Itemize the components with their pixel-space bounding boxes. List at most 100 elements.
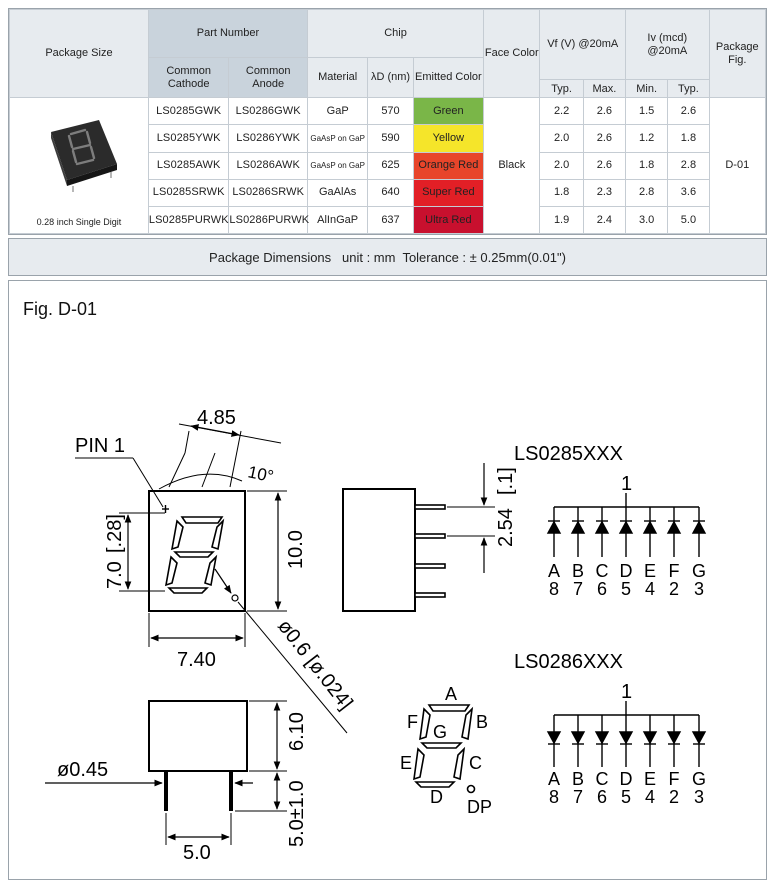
- material: GaAsP on GaP: [306, 151, 369, 180]
- seg-c-label: C: [469, 753, 482, 773]
- face-color: Black: [483, 97, 541, 234]
- header-vf: Vf (V) @20mA: [539, 8, 627, 81]
- figure-frame: Fig. D-01: [8, 280, 767, 880]
- emitted-color: Orange Red: [412, 151, 485, 180]
- dim-7-40: 7.40: [177, 649, 216, 671]
- wavelength: 625: [367, 151, 414, 180]
- material: GaAsP on GaP: [306, 124, 369, 153]
- diodes-ls0285: [546, 507, 707, 557]
- seg-g-label: G: [433, 722, 447, 742]
- seg-label: G: [692, 561, 706, 581]
- iv-min: 1.8: [625, 151, 669, 180]
- table-row: 0.28 inch Single Digit LS0285GWK LS0286G…: [9, 97, 767, 234]
- common-pin-ls0286: 1: [621, 681, 632, 703]
- dim-4-85: 4.85: [197, 407, 236, 429]
- bottom-view: [45, 700, 287, 845]
- seg-label: F: [669, 561, 680, 581]
- led-package-icon: [51, 120, 117, 193]
- vf-max: 2.6: [582, 151, 627, 180]
- pin1-label: PIN 1: [75, 435, 125, 457]
- emitted-color: Ultra Red: [412, 205, 485, 235]
- pin-number: 5: [621, 579, 631, 599]
- iv-typ: 2.6: [667, 97, 710, 126]
- bottom-view-body: [148, 700, 248, 772]
- dim-0-45: ø0.45: [57, 759, 108, 781]
- material: GaP: [306, 97, 369, 126]
- pin-number: 2: [669, 787, 679, 807]
- seg-label: D: [620, 561, 633, 581]
- dim-10-deg: 10°: [246, 462, 275, 486]
- figure-title: Fig. D-01: [23, 299, 98, 319]
- segment-diagram: [413, 704, 476, 794]
- dim-6-10: 6.10: [286, 712, 308, 751]
- header-iv-typ: Typ.: [667, 79, 710, 99]
- header-emitted-color: Emitted Color: [412, 57, 485, 99]
- seg-label: E: [644, 769, 656, 789]
- header-common-cathode: Common Cathode: [147, 57, 230, 99]
- header-iv: Iv (mcd) @20mA: [625, 8, 710, 81]
- wavelength: 570: [367, 97, 414, 126]
- header-vf-typ: Typ.: [539, 79, 584, 99]
- vf-max: 2.3: [582, 178, 627, 207]
- seg-label: E: [644, 561, 656, 581]
- dim-5-0-tol: 5.0±1.0: [286, 780, 308, 847]
- emitted-color: Yellow: [412, 124, 485, 153]
- cathode-part: LS0285GWK: [147, 97, 230, 126]
- diodes-ls0286: [546, 715, 707, 767]
- header-chip: Chip: [306, 8, 485, 59]
- table-row: LS0285PURWK LS0286PURWK AlInGaP 637 Ultr…: [10, 205, 766, 235]
- pin-number: 7: [573, 579, 583, 599]
- pin-number: 6: [597, 787, 607, 807]
- spec-table-frame: Package Size Part Number Chip Face Color…: [8, 8, 767, 235]
- vf-typ: 2.2: [539, 97, 584, 126]
- front-digit-outline: [164, 516, 225, 594]
- iv-typ: 1.8: [667, 124, 710, 153]
- iv-typ: 3.6: [667, 178, 710, 207]
- dim-10-0: 10.0: [285, 530, 307, 569]
- vf-typ: 1.9: [539, 205, 584, 235]
- dim-0-28: [.28]: [104, 514, 126, 553]
- table-row: LS0285SRWK LS0286SRWK GaAlAs 640 Super R…: [10, 178, 766, 207]
- iv-typ: 5.0: [667, 205, 710, 235]
- cathode-part: LS0285YWK: [147, 124, 230, 153]
- pin-number: 4: [645, 579, 655, 599]
- emitted-color: Green: [412, 97, 485, 126]
- seg-label: A: [548, 561, 560, 581]
- pin-number: 4: [645, 787, 655, 807]
- anode-part: LS0286GWK: [228, 97, 308, 126]
- ls0286-pin-labels: A B C D E F G 8 7 6 5 4 2 3: [548, 769, 706, 807]
- pin-number: 5: [621, 787, 631, 807]
- header-package-size: Package Size: [9, 8, 149, 99]
- pin-number: 3: [694, 787, 704, 807]
- circuit-ls0285: [546, 493, 707, 557]
- pin-number: 2: [669, 579, 679, 599]
- seg-e-label: E: [400, 753, 412, 773]
- front-view: [75, 423, 348, 734]
- header-part-number: Part Number: [147, 8, 308, 59]
- cathode-part: LS0285AWK: [147, 151, 230, 180]
- header-package-fig: Package Fig.: [708, 8, 767, 99]
- ls0285-label: LS0285XXX: [514, 443, 623, 465]
- header-material: Material: [306, 57, 369, 99]
- header-iv-min: Min.: [625, 79, 669, 99]
- dim-5-0: 5.0: [183, 842, 211, 864]
- pin-number: 8: [549, 579, 559, 599]
- vf-typ: 2.0: [539, 151, 584, 180]
- table-row: LS0285YWK LS0286YWK GaAsP on GaP 590 Yel…: [10, 124, 766, 153]
- seg-f-label: F: [407, 712, 418, 732]
- seg-letters: A B C D E F G DP: [400, 684, 492, 817]
- side-view: [342, 463, 495, 612]
- iv-typ: 2.8: [667, 151, 710, 180]
- dimension-drawing: PIN 1 4.85 10° 7.0 [.28] 10.0 7.40 ø0.6 …: [45, 407, 707, 864]
- pin-number: 3: [694, 579, 704, 599]
- vf-max: 2.6: [582, 97, 627, 126]
- material: GaAlAs: [306, 178, 369, 207]
- seg-label: G: [692, 769, 706, 789]
- common-pin-ls0285: 1: [621, 473, 632, 495]
- iv-min: 3.0: [625, 205, 669, 235]
- pin-number: 8: [549, 787, 559, 807]
- header-vf-max: Max.: [582, 79, 627, 99]
- seg-dp-label: DP: [467, 797, 492, 817]
- seg-label: B: [572, 769, 584, 789]
- seg-b-label: B: [476, 712, 488, 732]
